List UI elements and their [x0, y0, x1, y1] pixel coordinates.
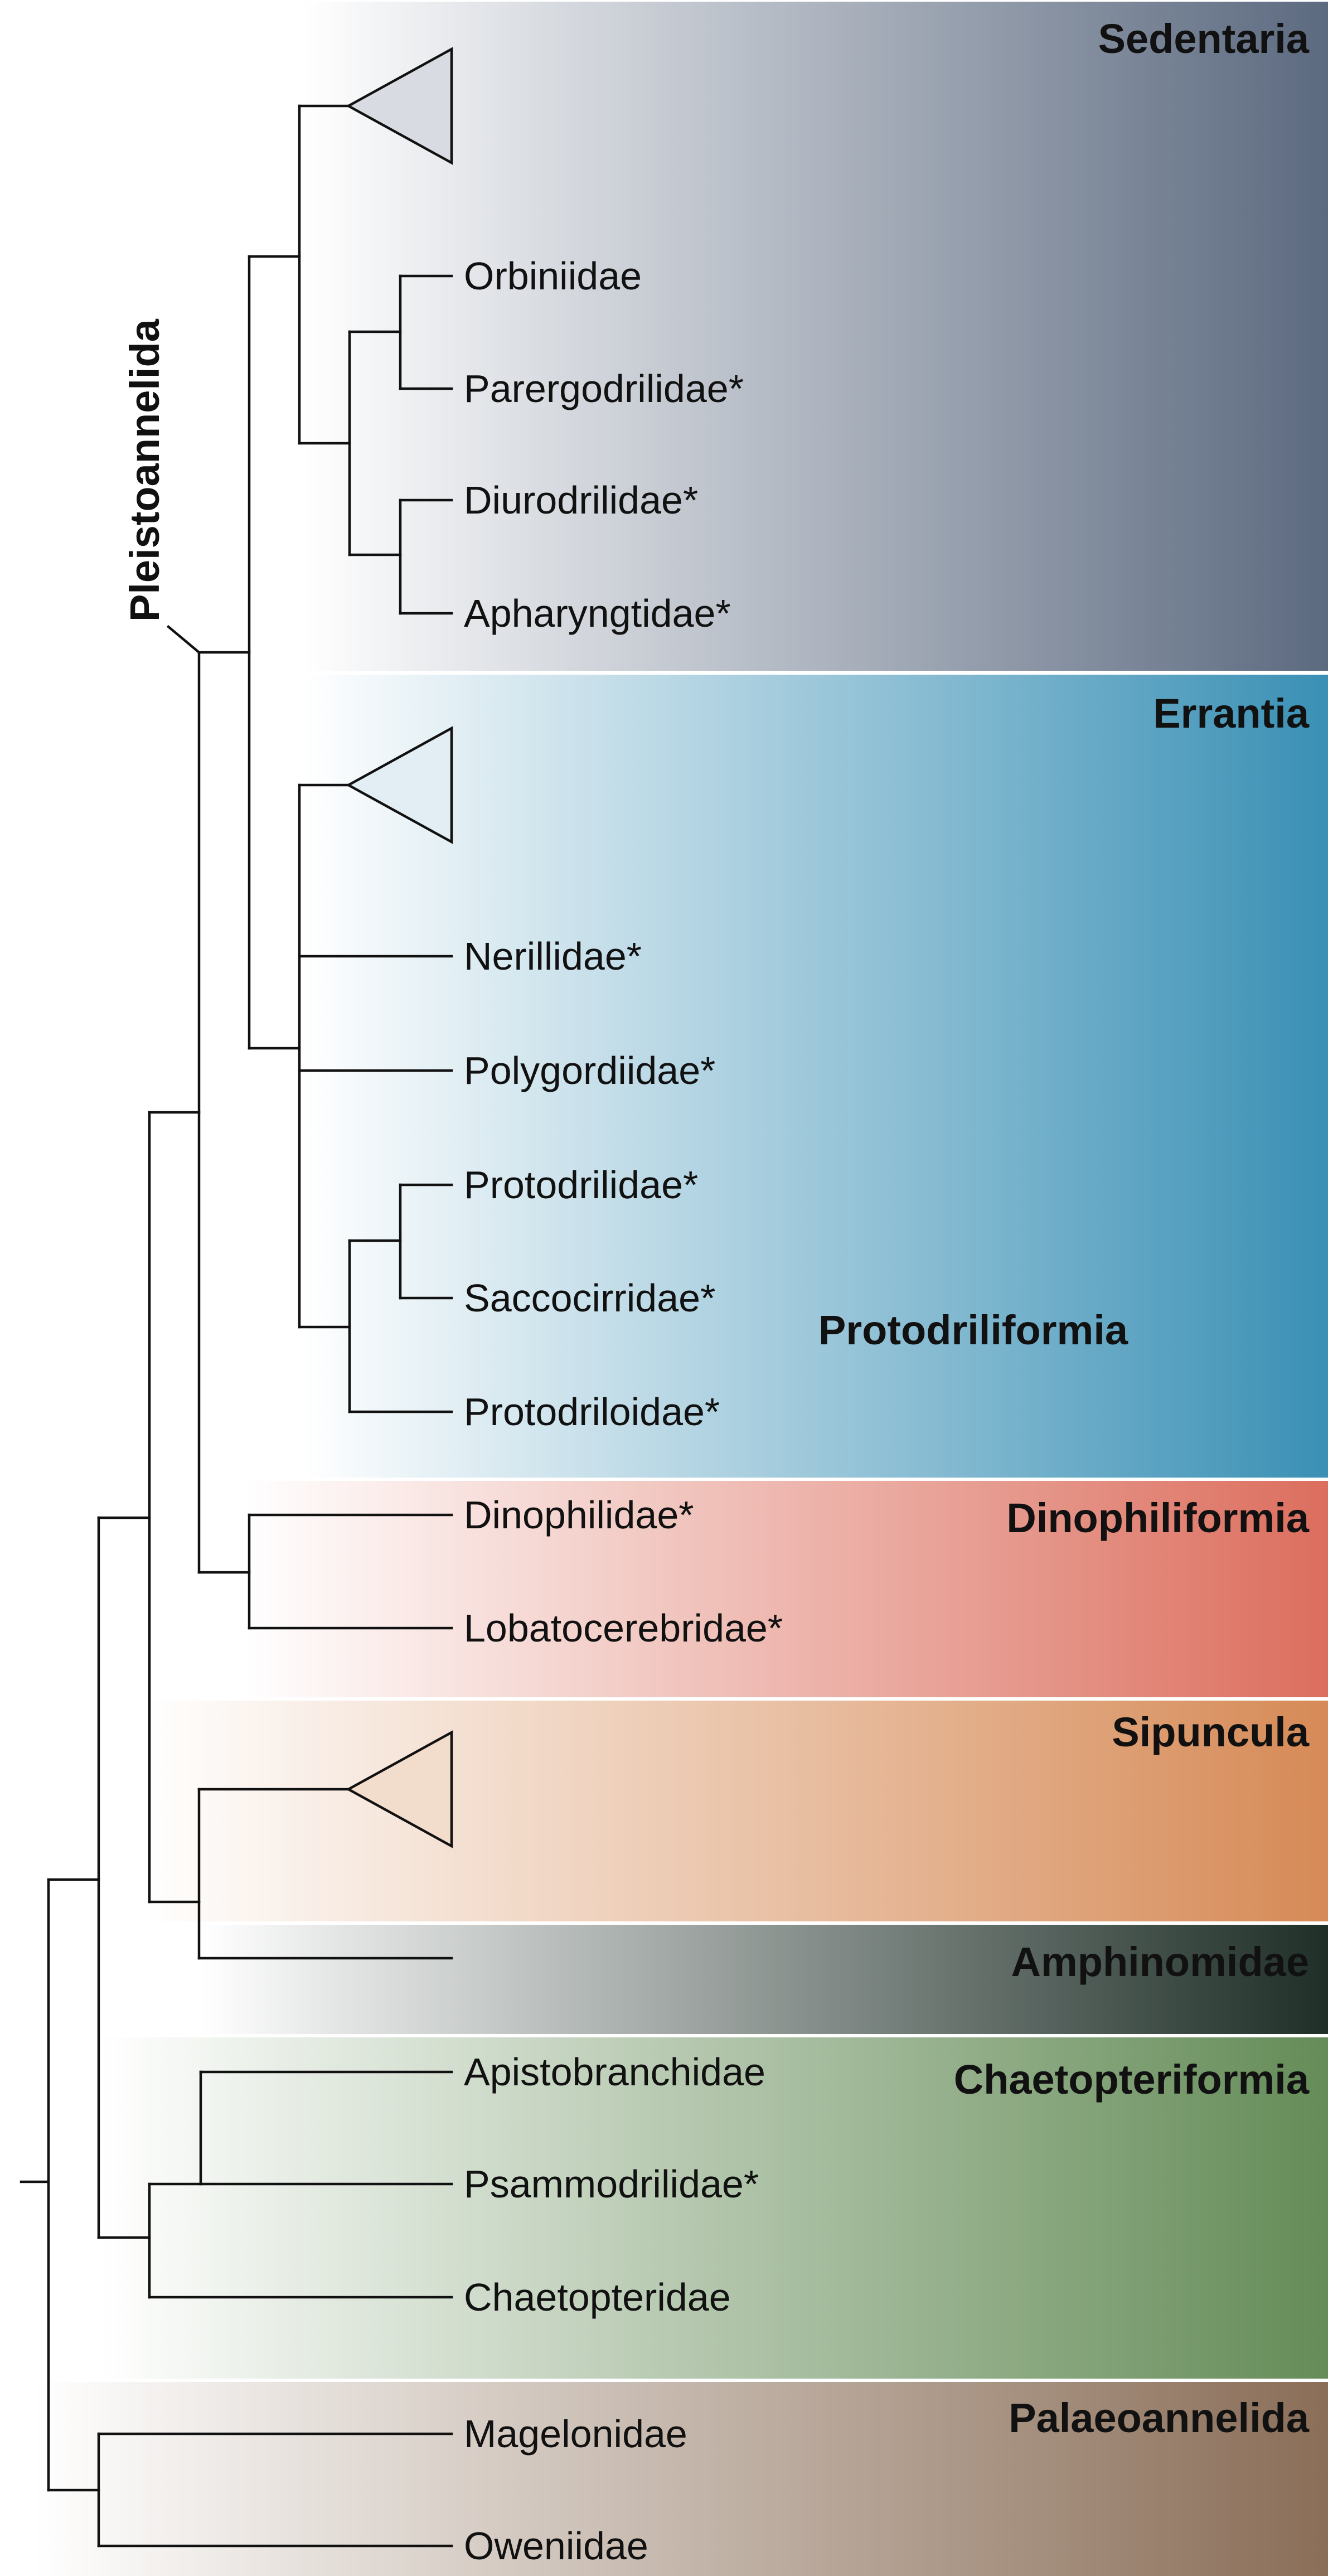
band-amphinomidae [201, 1925, 1328, 2034]
band-title-sipuncula: Sipuncula [1112, 1709, 1309, 1755]
band-title-sedentaria: Sedentaria [1098, 16, 1310, 62]
clade-bands [33, 2, 1328, 2576]
taxon-dinophilidae: Dinophilidae* [464, 1493, 694, 1537]
clade-label-protodriliformia: Protodriliformia [818, 1307, 1128, 1353]
taxon-diurodrilidae: Diurodrilidae* [464, 478, 698, 522]
collapsed-clade-triangle-sedentaria [346, 47, 453, 165]
taxon-nerillidae: Nerillidae* [464, 934, 642, 978]
taxon-polygordiidae: Polygordiidae* [464, 1049, 715, 1092]
taxon-orbiniidae: Orbiniidae [464, 254, 642, 298]
collapsed-clade-triangle-errantia [346, 726, 453, 844]
band-sedentaria [304, 2, 1328, 671]
band-sipuncula [145, 1701, 1328, 1921]
taxon-apistobranchidae: Apistobranchidae [464, 2050, 765, 2094]
band-chaetopteriformia [100, 2037, 1328, 2379]
taxon-psammodrilidae: Psammodrilidae* [464, 2162, 759, 2206]
taxon-apharyngtidae: Apharyngtidae* [464, 592, 731, 635]
band-title-errantia: Errantia [1153, 690, 1310, 737]
taxon-protodrilidae: Protodrilidae* [464, 1163, 698, 1207]
band-dinophiliformia [245, 1481, 1328, 1697]
band-errantia [304, 675, 1328, 1478]
clade-label-pleistoannelida: Pleistoannelida [122, 318, 168, 622]
taxon-saccocirridae: Saccocirridae* [464, 1276, 715, 1320]
taxon-lobatocerebridae: Lobatocerebridae* [464, 1606, 783, 1650]
taxon-magelonidae: Magelonidae [464, 2412, 687, 2456]
band-titles: Sedentaria Errantia Dinophiliformia Sipu… [954, 16, 1310, 2441]
band-title-amphinomidae: Amphinomidae [1011, 1939, 1309, 1985]
band-title-chaetopteriformia: Chaetopteriformia [954, 2056, 1310, 2103]
band-palaeoannelida [33, 2382, 1328, 2576]
band-title-palaeoannelida: Palaeoannelida [1009, 2395, 1310, 2441]
collapsed-clade-triangle-sipuncula [346, 1730, 453, 1848]
taxon-protodriloidae: Protodriloidae* [464, 1390, 720, 1434]
pleistoannelida-pointer [166, 624, 201, 655]
band-title-dinophiliformia: Dinophiliformia [1006, 1495, 1309, 1541]
tree-branches [20, 104, 453, 2548]
taxon-oweniidae: Oweniidae [464, 2524, 648, 2568]
collapsed-clades [346, 47, 453, 1848]
taxon-chaetopteridae: Chaetopteridae [464, 2275, 731, 2319]
taxon-parergodrilidae: Parergodrilidae* [464, 367, 744, 410]
taxon-labels: Orbiniidae Parergodrilidae* Diurodrilida… [464, 254, 783, 2568]
